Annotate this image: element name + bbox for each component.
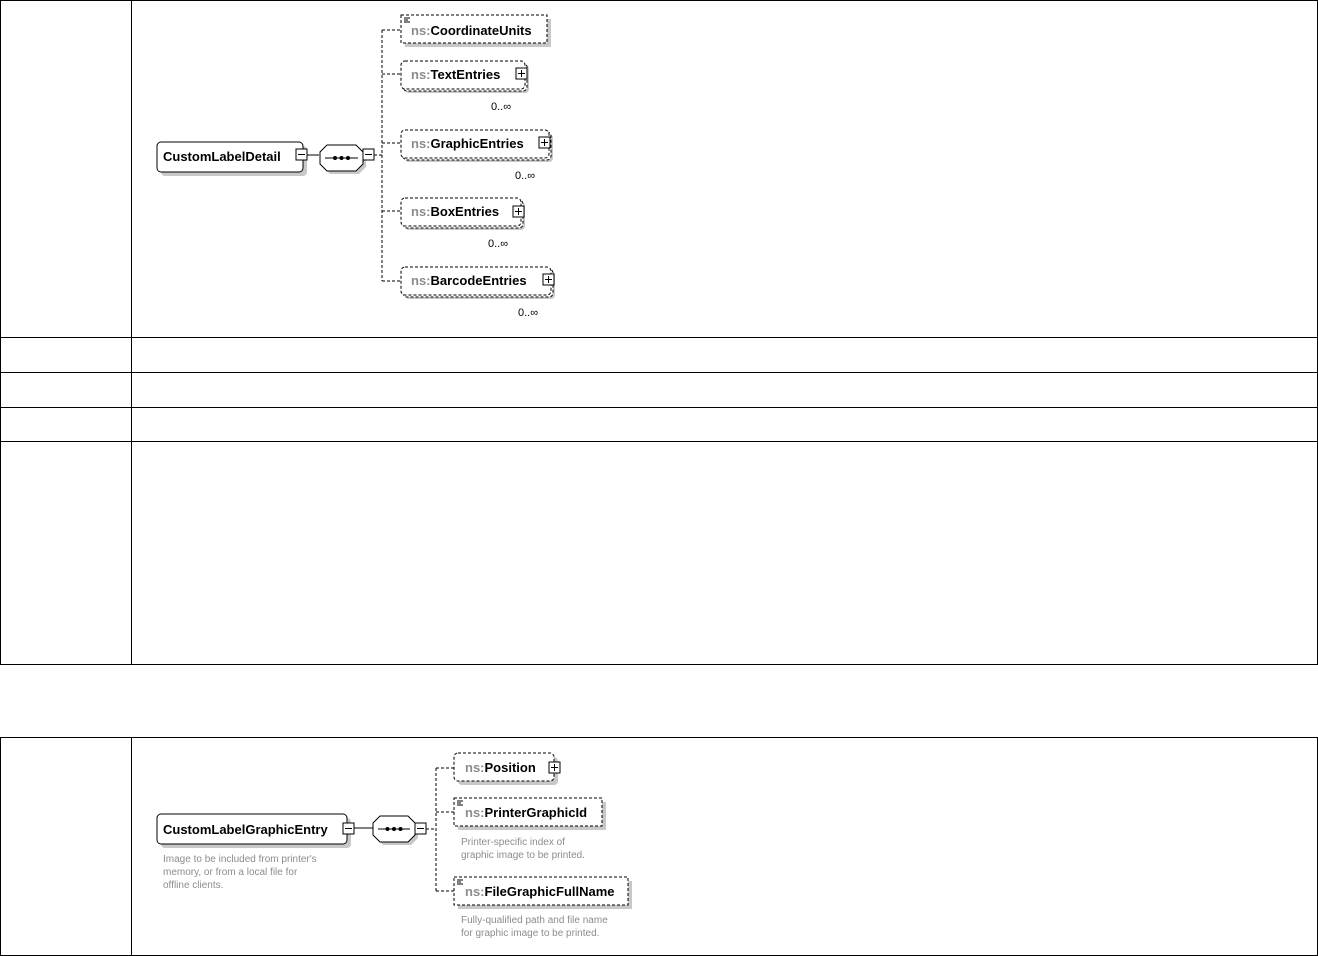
root-element-custom-label-graphic-entry[interactable]: CustomLabelGraphicEntry: [156, 813, 351, 848]
cardinality-label: 0..∞: [515, 170, 535, 182]
ns-prefix: ns:: [465, 884, 485, 899]
element-printer-graphic-id[interactable]: ns:PrinterGraphicId: [453, 797, 606, 830]
schema-table-2: CustomLabelGraphicEntry Image to be incl…: [0, 737, 1318, 956]
element-doc-line: Printer-specific index of: [461, 837, 565, 848]
ns-prefix: ns:: [465, 760, 485, 775]
svg-text:ns:PrinterGraphicId: ns:PrinterGraphicId: [465, 805, 587, 820]
svg-text:ns:Position: ns:Position: [465, 760, 536, 775]
root-doc-line: Image to be included from printer's: [163, 854, 317, 865]
expand-icon[interactable]: [548, 761, 561, 774]
svg-text:ns:TextEntries: ns:TextEntries: [411, 67, 500, 82]
table1-label-cell: [0, 337, 132, 373]
svg-text:ns:BarcodeEntries: ns:BarcodeEntries: [411, 273, 527, 288]
expand-icon[interactable]: [538, 136, 551, 149]
root-doc-line: memory, or from a local file for: [163, 867, 298, 878]
sequence-compositor[interactable]: [319, 144, 366, 174]
element-text-entries[interactable]: ns:TextEntries 0..∞: [400, 60, 529, 113]
compositor-collapse-toggle[interactable]: [362, 148, 375, 161]
table1-label-cell: [0, 441, 132, 665]
ns-prefix: ns:: [411, 136, 431, 151]
root-collapse-toggle[interactable]: [295, 148, 308, 161]
element-label: CoordinateUnits: [431, 23, 532, 38]
table1-label-cell: [0, 407, 132, 442]
element-box-entries[interactable]: ns:BoxEntries 0..∞: [400, 197, 525, 250]
simple-content-icon: [404, 17, 410, 23]
element-label: GraphicEntries: [431, 136, 524, 151]
ns-prefix: ns:: [411, 204, 431, 219]
element-label: BoxEntries: [431, 204, 500, 219]
schema-table-1: CustomLabelDetail: [0, 0, 1318, 665]
element-barcode-entries[interactable]: ns:BarcodeEntries 0..∞: [400, 266, 555, 319]
element-label: Position: [485, 760, 536, 775]
cardinality-label: 0..∞: [491, 101, 511, 113]
table1-value-cell: [131, 372, 1318, 408]
table1-label-cell: [0, 372, 132, 408]
root-label: CustomLabelDetail: [163, 149, 281, 164]
simple-content-icon: [457, 800, 463, 806]
table2-label-cell-diagram: [0, 737, 132, 956]
custom-label-detail-diagram: CustomLabelDetail: [156, 14, 555, 319]
root-collapse-toggle[interactable]: [342, 822, 355, 835]
table1-value-cell: [131, 407, 1318, 442]
ns-prefix: ns:: [465, 805, 485, 820]
root-label: CustomLabelGraphicEntry: [163, 822, 328, 837]
table1-label-cell-diagram: [0, 0, 132, 338]
svg-text:ns:FileGraphicFullName: ns:FileGraphicFullName: [465, 884, 615, 899]
element-doc-line: graphic image to be printed.: [461, 850, 585, 861]
sequence-compositor[interactable]: [372, 815, 418, 845]
element-label: FileGraphicFullName: [485, 884, 615, 899]
element-label: TextEntries: [431, 67, 501, 82]
ns-prefix: ns:: [411, 67, 431, 82]
expand-icon[interactable]: [512, 205, 525, 218]
table1-value-cell: [131, 441, 1318, 665]
svg-text:ns:CoordinateUnits: ns:CoordinateUnits: [411, 23, 532, 38]
svg-text:ns:GraphicEntries: ns:GraphicEntries: [411, 136, 524, 151]
table2-diagram-cell: CustomLabelGraphicEntry Image to be incl…: [131, 737, 1318, 956]
element-label: BarcodeEntries: [431, 273, 527, 288]
ns-prefix: ns:: [411, 273, 431, 288]
element-doc-line: Fully-qualified path and file name: [461, 915, 608, 926]
root-doc-line: offline clients.: [163, 880, 223, 891]
expand-icon[interactable]: [542, 273, 555, 286]
custom-label-graphic-entry-diagram: CustomLabelGraphicEntry Image to be incl…: [156, 752, 632, 939]
ns-prefix: ns:: [411, 23, 431, 38]
cardinality-label: 0..∞: [488, 238, 508, 250]
element-coordinate-units[interactable]: ns:CoordinateUnits: [400, 14, 551, 47]
element-file-graphic-full-name[interactable]: ns:FileGraphicFullName: [453, 876, 632, 909]
svg-text:ns:BoxEntries: ns:BoxEntries: [411, 204, 499, 219]
element-position[interactable]: ns:Position: [453, 752, 561, 785]
cardinality-label: 0..∞: [518, 307, 538, 319]
expand-icon[interactable]: [515, 67, 528, 80]
simple-content-icon: [457, 879, 463, 885]
element-graphic-entries[interactable]: ns:GraphicEntries 0..∞: [400, 129, 553, 182]
root-element-custom-label-detail[interactable]: CustomLabelDetail: [156, 141, 307, 176]
table1-diagram-cell: CustomLabelDetail: [131, 0, 1318, 338]
element-doc-line: for graphic image to be printed.: [461, 928, 599, 939]
compositor-collapse-toggle[interactable]: [414, 822, 427, 835]
table1-value-cell: [131, 337, 1318, 373]
element-label: PrinterGraphicId: [485, 805, 588, 820]
